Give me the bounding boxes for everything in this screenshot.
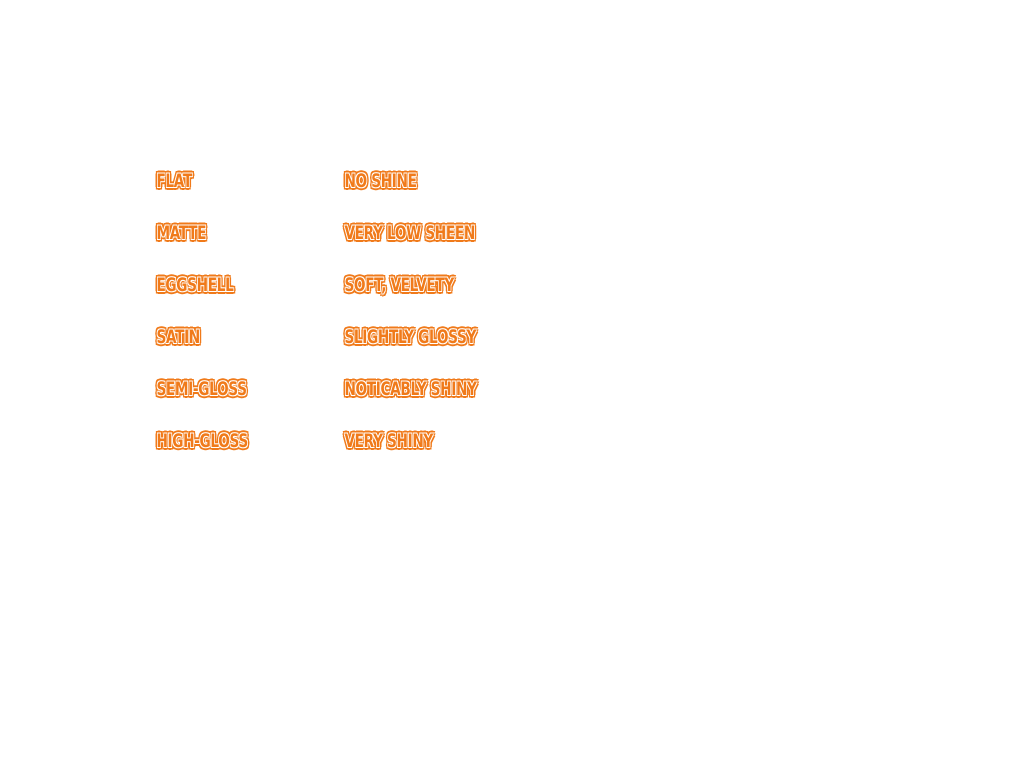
finish-description: Very shiny — [344, 430, 433, 452]
finish-label: Matte — [156, 222, 207, 244]
table-row: Satin Slightly glossy — [155, 324, 495, 376]
sheen-table: Flat No shine Matte Very low sheen Eggsh… — [155, 168, 495, 480]
finish-description: Noticably shiny — [344, 378, 477, 400]
finish-description: Very low sheen — [344, 222, 475, 244]
table-row: Semi-gloss Noticably shiny — [155, 376, 495, 428]
finish-description: Slightly glossy — [344, 326, 477, 348]
finish-label: Satin — [156, 326, 200, 348]
finish-label: Eggshell — [156, 274, 234, 296]
finish-description: Soft, velvety — [344, 274, 454, 296]
finish-label: High-gloss — [156, 430, 248, 452]
finish-label: Semi-gloss — [156, 378, 247, 400]
table-row: Eggshell Soft, velvety — [155, 272, 495, 324]
table-row: High-gloss Very shiny — [155, 428, 495, 480]
finish-label: Flat — [156, 170, 192, 192]
table-row: Flat No shine — [155, 168, 495, 220]
table-row: Matte Very low sheen — [155, 220, 495, 272]
finish-description: No shine — [344, 170, 417, 192]
